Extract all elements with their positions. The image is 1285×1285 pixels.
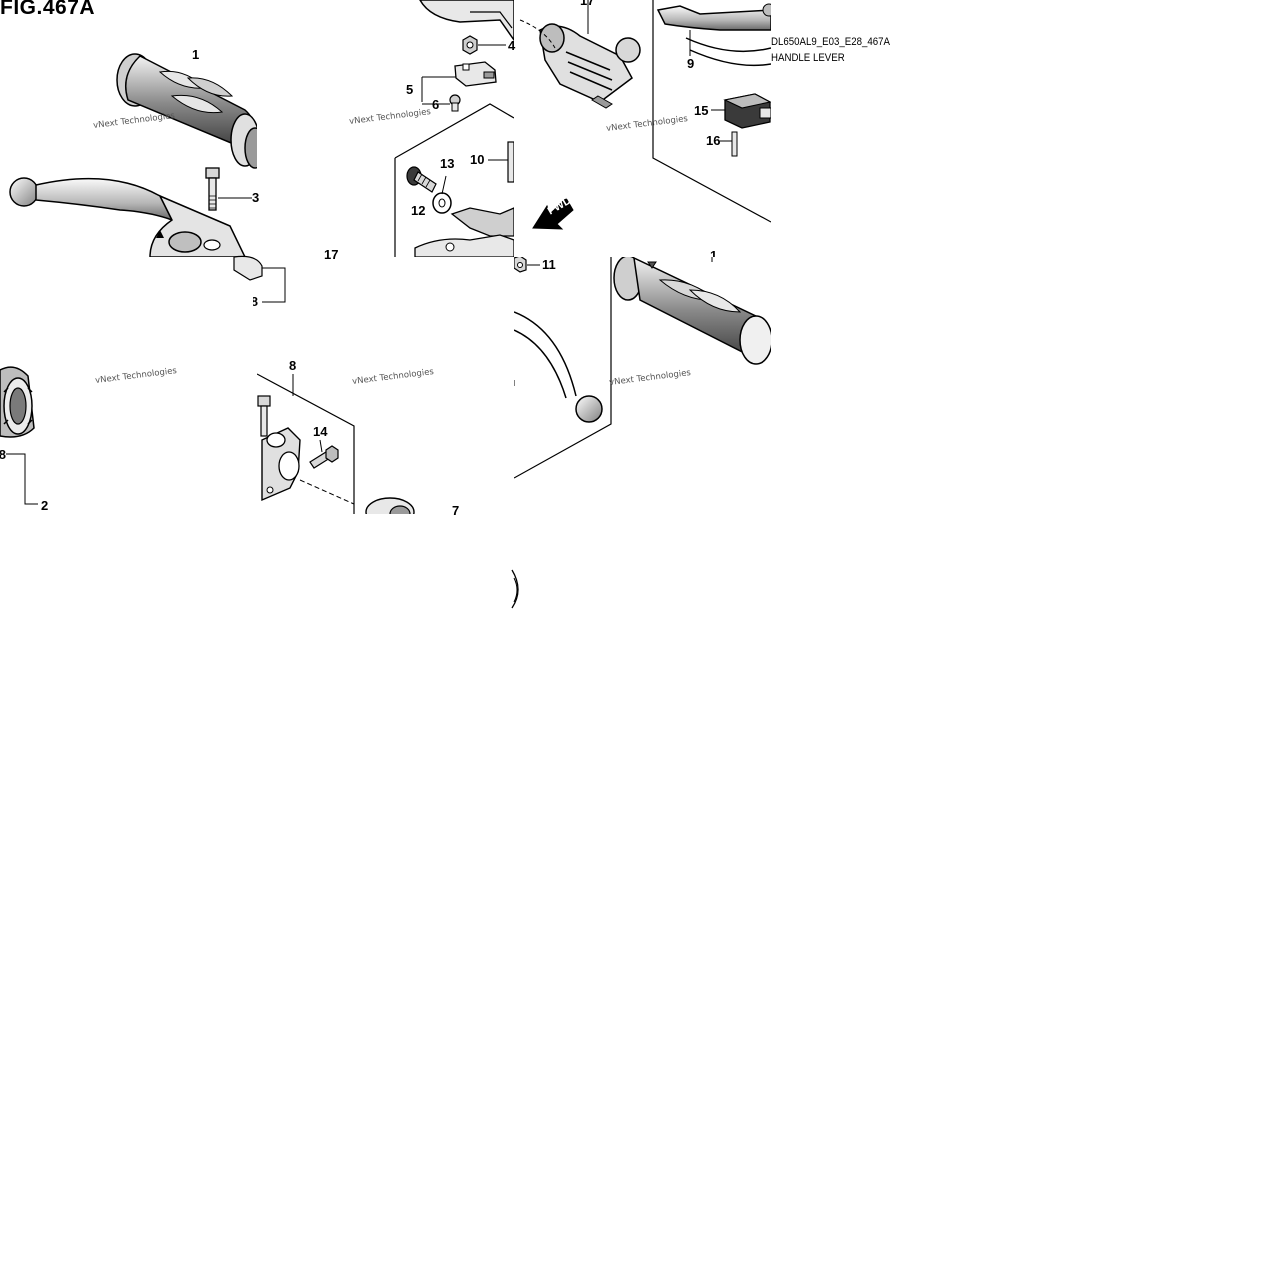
clutch-switch-drawing [711,93,771,129]
callout-15: 15 [694,103,709,118]
adjuster-bolt-drawing [406,166,437,193]
clutch-switch-screw-drawing [720,131,738,157]
callout-18b: 18 [0,448,6,461]
figure-title: FIG.467A [0,0,96,19]
forward-direction-arrow [532,197,574,230]
callout-9: 9 [687,56,695,71]
callout-14: 14 [313,424,328,439]
spring-washer-drawing [432,175,452,214]
clutch-lever-bracket-drawing [539,0,641,109]
callout-bracket-17-18 [233,255,286,303]
callout-1: 1 [192,47,200,62]
tile-top-right [519,0,771,230]
callout-3: 3 [252,190,260,205]
holder-pin-drawing [257,395,271,437]
callout-8: 8 [289,358,297,373]
throttle-grip-drawing [116,53,257,169]
pivot-bolt-drawing [205,167,252,211]
tile-bottom-fragment [511,569,519,609]
callout-13: 13 [440,156,455,171]
figure-caption: HANDLE LEVER [771,52,845,64]
callout-1b: 1 [710,249,718,257]
tile-top-left [9,53,257,257]
callout-4: 4 [508,38,516,53]
left-handlebar-grip-drawing [613,257,771,365]
lock-nut-drawing [514,257,540,273]
callout-12: 12 [411,203,426,218]
callout-5: 5 [406,82,414,97]
callout-6: 6 [432,97,440,112]
callout-17b: 17 [324,247,339,262]
lever-holder-drawing [261,427,301,502]
handlebar-balancer-drawing [0,366,35,438]
nut-drawing [462,35,506,55]
callout-18: 18 [253,295,258,308]
left-lever-drawing [514,311,603,423]
switch-screw-drawing [422,94,461,112]
callout-16: 16 [706,133,721,148]
tile-middle-left [0,366,38,505]
callout-10: 10 [470,152,485,167]
tile-top-middle [394,0,514,257]
balancer-weight-drawing [365,497,415,514]
brake-lever-drawing [9,177,246,257]
tile-middle-right [514,257,771,479]
callout-2: 2 [41,498,49,513]
callout-17: 17 [580,0,595,8]
callout-7: 7 [452,503,460,518]
tile-middle-middle [257,373,415,514]
holder-bolt-drawing [309,439,339,469]
front-brake-switch-drawing [421,61,497,102]
callout-11: 11 [542,257,556,272]
clutch-lever-drawing [656,3,771,67]
figure-code: DL650AL9_E03_E28_467A [771,36,890,48]
